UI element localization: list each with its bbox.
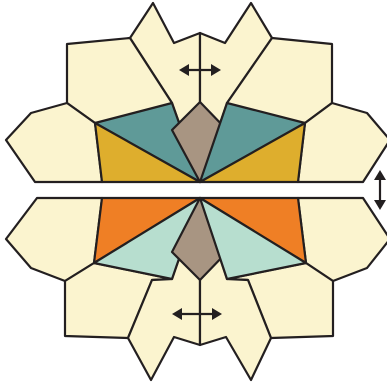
- vertical-double-arrow-icon: [374, 170, 386, 210]
- top-half: [6, 3, 387, 182]
- bottom-half: [6, 198, 387, 380]
